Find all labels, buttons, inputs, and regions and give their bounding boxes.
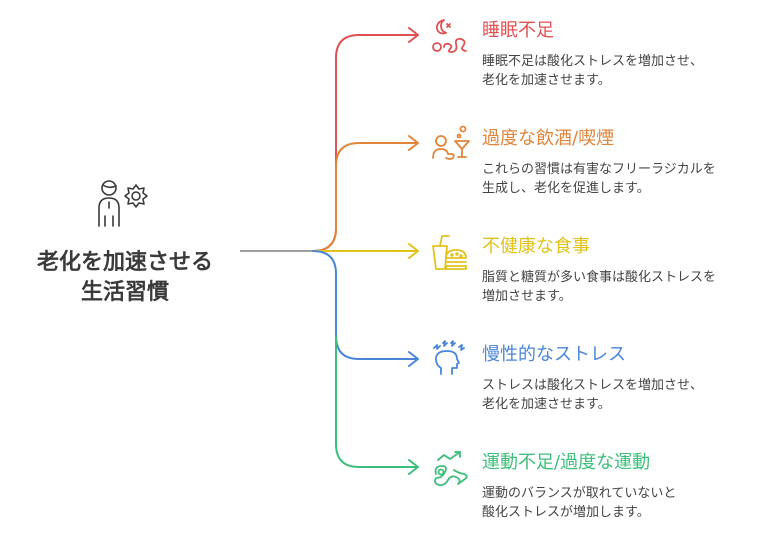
branch-description-line2: 生成し、老化を促進します。	[482, 181, 650, 196]
connector-stress	[312, 250, 419, 367]
branch-description-line2: 老化を加速させます。	[482, 397, 611, 412]
stressed-head-icon	[433, 340, 465, 375]
branch-description-line1: ストレスは酸化ストレスを増加させ、	[482, 378, 704, 393]
branch-description-line1: 運動のバランスが取れていないと	[482, 486, 677, 501]
branch-title: 過度な飲酒/喫煙	[482, 128, 615, 149]
branch-title: 運動不足/過度な運動	[482, 452, 651, 473]
branch-description-line1: 睡眠不足は酸化ストレスを増加させ、	[482, 54, 704, 69]
branch-description-line2: 酸化ストレスが増加します。	[482, 505, 650, 520]
exercise-trend-icon	[434, 451, 468, 487]
branch-description-line2: 老化を加速させます。	[482, 73, 611, 88]
branch-description: ストレスは酸化ストレスを増加させ、 老化を加速させます。	[482, 376, 767, 414]
connector-exercise	[335, 335, 419, 475]
branch-title: 不健康な食事	[482, 236, 590, 257]
connector-diet	[312, 243, 419, 259]
branch-description: 運動のバランスが取れていないと 酸化ストレスが増加します。	[482, 484, 767, 522]
connector-sleep	[312, 27, 419, 252]
branch-description-line2: 増加させます。	[482, 289, 572, 304]
person-cocktail-icon	[432, 125, 470, 160]
sleep-moon-icon	[432, 19, 467, 53]
branch-title: 睡眠不足	[482, 20, 554, 41]
branch-description: 脂質と糖質が多い食事は酸化ストレスを 増加させます。	[482, 268, 767, 306]
root-title-line1: 老化を加速させる	[36, 250, 213, 275]
person-gear-icon	[98, 180, 148, 227]
branch-description-line1: 脂質と糖質が多い食事は酸化ストレスを	[482, 270, 717, 285]
branch-description: これらの習慣は有害なフリーラジカルを 生成し、老化を促進します。	[482, 160, 767, 198]
root-title: 老化を加速させる 生活習慣	[10, 248, 240, 308]
fast-food-icon	[432, 235, 467, 270]
branch-description: 睡眠不足は酸化ストレスを増加させ、 老化を加速させます。	[482, 52, 767, 90]
branch-title: 慢性的なストレス	[482, 344, 626, 365]
root-title-line2: 生活習慣	[80, 280, 169, 305]
branch-description-line1: これらの習慣は有害なフリーラジカルを	[482, 162, 716, 177]
connector-drinking	[312, 135, 419, 252]
root-node: 老化を加速させる 生活習慣	[10, 178, 240, 308]
